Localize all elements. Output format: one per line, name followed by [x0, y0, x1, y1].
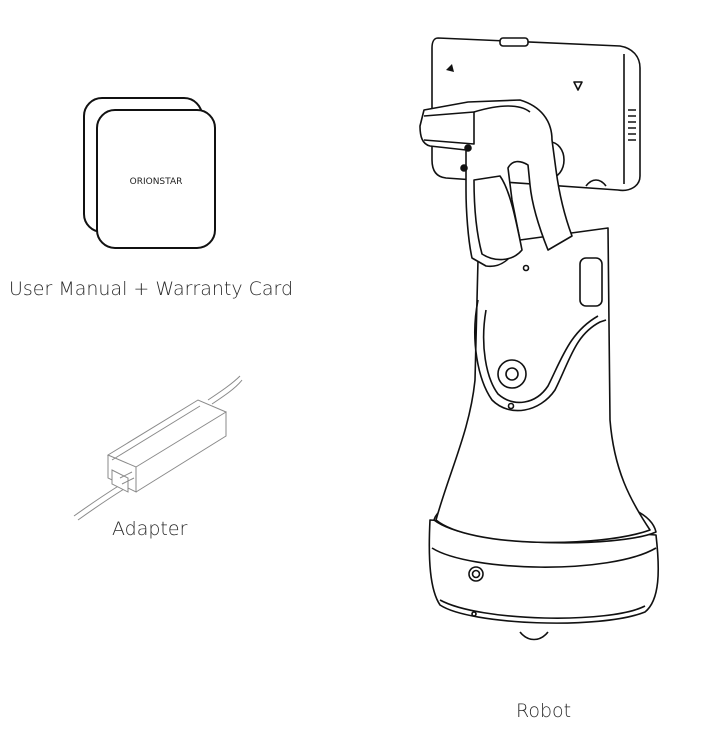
- robot-illustration: [419, 37, 660, 641]
- adapter-illustration: [73, 375, 243, 521]
- warranty-card-back: [83, 97, 203, 233]
- user-manual-warranty-card-label: User Manual + Warranty Card: [9, 278, 294, 300]
- robot-label: Robot: [516, 700, 572, 722]
- user-manual-front: [96, 109, 216, 249]
- adapter-label: Adapter: [112, 518, 188, 540]
- manual-brand-text: ORIONSTAR: [130, 177, 183, 187]
